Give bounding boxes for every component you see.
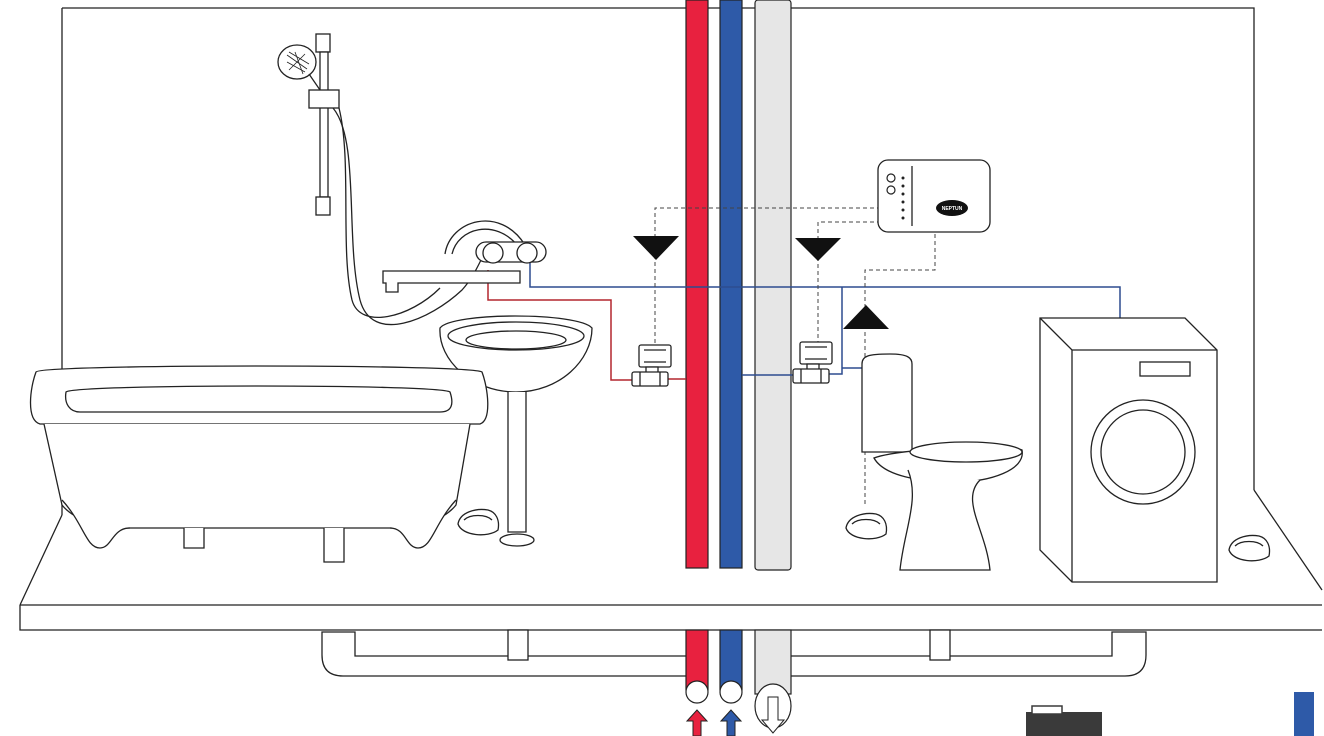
toilet-icon bbox=[862, 354, 1022, 570]
ball-valve-icon bbox=[793, 342, 832, 383]
washing-machine-icon bbox=[1040, 318, 1217, 582]
hot-water-riser bbox=[686, 0, 708, 568]
leak-sensor-icon bbox=[846, 514, 887, 539]
bathtub-icon bbox=[31, 366, 488, 562]
sewer-riser bbox=[755, 0, 791, 570]
device-box-icon bbox=[1026, 706, 1102, 736]
leak-sensor-icon bbox=[1229, 536, 1270, 561]
sensor-signal-marker bbox=[843, 305, 889, 329]
faucet-icon bbox=[383, 221, 546, 292]
controller-brand-label: NEPTUN bbox=[942, 206, 963, 212]
legend-swatch-blue bbox=[1294, 692, 1314, 736]
valve-signal-marker bbox=[795, 238, 841, 261]
valve-signal-marker bbox=[633, 236, 679, 260]
flow-arrows bbox=[687, 697, 784, 736]
flow-up-arrow-icon bbox=[687, 710, 707, 736]
flow-up-arrow-icon bbox=[721, 710, 741, 736]
leak-sensor-icon bbox=[458, 510, 499, 535]
controller-icon: NEPTUN bbox=[878, 160, 990, 232]
cold-water-riser bbox=[720, 0, 742, 568]
ball-valve-icon bbox=[632, 345, 671, 386]
riser-pipes bbox=[686, 0, 791, 728]
